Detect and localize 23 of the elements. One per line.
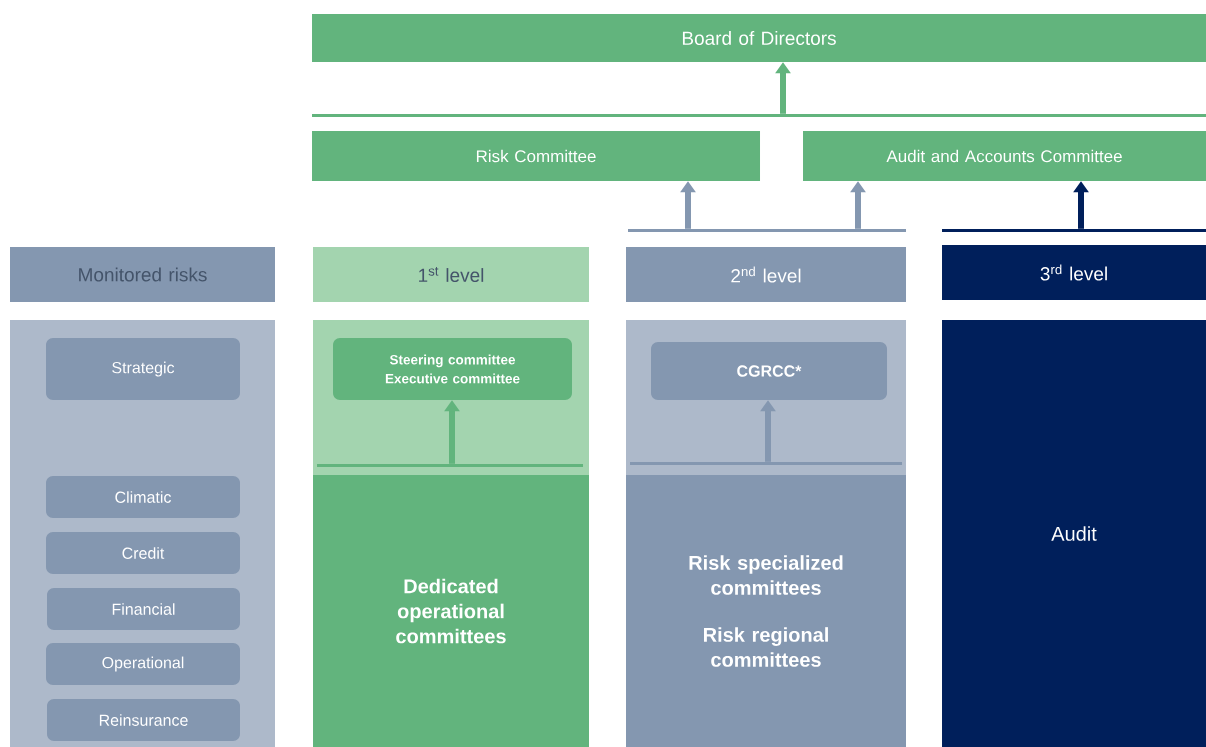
connector-bar — [628, 229, 906, 232]
committee-bar: Risk Committee — [312, 131, 760, 181]
committee-block: Risk specialized committees Risk regional committees — [626, 475, 906, 747]
audit-block: Audit — [942, 320, 1206, 747]
risk-box: Reinsurance — [47, 699, 240, 741]
committee-bar: Audit and Accounts Committee — [803, 131, 1206, 181]
title-bar: Board of Directors — [312, 14, 1206, 62]
risk-box: Climatic — [46, 476, 240, 518]
column-header: 3$^{rd}$ level — [942, 245, 1206, 300]
risk-box: Financial — [47, 588, 240, 630]
column-header: 2$^{nd}$ level — [626, 247, 906, 302]
risk-box: Credit — [46, 532, 240, 574]
risk-box: Strategic — [46, 338, 240, 400]
connector-bar — [317, 464, 583, 467]
connector-bar — [630, 462, 902, 465]
connector-bar — [312, 114, 1206, 117]
committee-block: Dedicated operational committees — [313, 475, 589, 747]
column-header: Monitored risks — [10, 247, 275, 302]
column-header: 1$^{st}$ level — [313, 247, 589, 302]
connector-bar — [942, 229, 1206, 232]
risk-box: Operational — [46, 643, 240, 685]
committee-box: CGRCC* — [651, 342, 887, 400]
committee-box: Steering committee Executive committee — [333, 338, 572, 400]
